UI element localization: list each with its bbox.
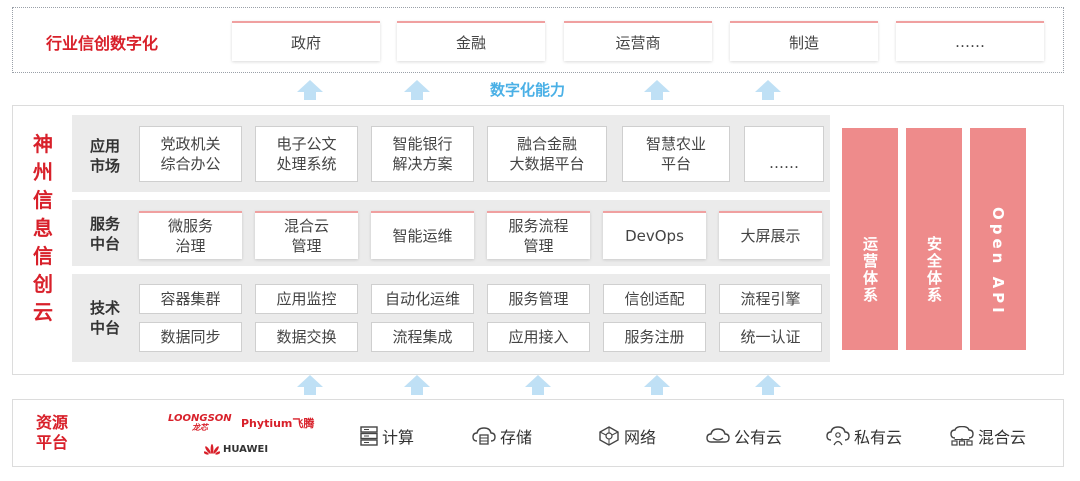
up-arrow-icon	[644, 375, 670, 395]
private-cloud-icon	[826, 426, 850, 446]
resource-network-label: 网络	[624, 428, 657, 447]
resource-hybrid-cloud-label: 混合云	[978, 428, 1027, 447]
operations-system-bar: 运营体系	[842, 128, 898, 350]
service-item: 混合云管理	[255, 211, 358, 259]
resource-public-cloud-label: 公有云	[734, 428, 783, 447]
phytium-logo: Phytium飞腾	[241, 417, 315, 430]
capability-label: 数字化能力	[490, 81, 566, 99]
resource-title: 资源 平台	[36, 413, 68, 453]
tech-item: 自动化运维	[371, 284, 474, 314]
resource-title-line2: 平台	[36, 433, 69, 452]
resource-title-line1: 资源	[36, 413, 69, 432]
resource-compute-label: 计算	[382, 428, 415, 447]
resource-network: 网络	[598, 424, 656, 448]
service-item: 微服务治理	[139, 211, 242, 259]
industry-item-more: ……	[896, 21, 1044, 61]
app-item-more: ……	[744, 126, 824, 182]
app-market-label: 应用 市场	[80, 136, 130, 176]
resource-private-cloud-label: 私有云	[854, 428, 903, 447]
tech-item: 流程引擎	[719, 284, 822, 314]
huawei-flower-icon	[204, 444, 220, 455]
up-arrow-icon	[525, 375, 551, 395]
security-system-label: 安全体系	[925, 236, 943, 304]
resource-private-cloud: 私有云	[826, 424, 902, 448]
security-system-bar: 安全体系	[906, 128, 962, 350]
hybrid-cloud-icon	[950, 426, 974, 446]
up-arrow-icon	[404, 80, 430, 100]
open-api-label: Open API	[989, 207, 1007, 317]
service-item: DevOps	[603, 211, 706, 259]
server-icon	[360, 426, 378, 446]
open-api-bar: Open API	[970, 128, 1026, 350]
app-item: 融合金融大数据平台	[487, 126, 607, 182]
up-arrow-icon	[755, 80, 781, 100]
resource-storage: 存储	[472, 424, 532, 448]
up-arrow-icon	[404, 375, 430, 395]
tech-item: 服务管理	[487, 284, 590, 314]
tech-item: 流程集成	[371, 322, 474, 352]
tech-item: 应用接入	[487, 322, 590, 352]
app-item: 党政机关综合办公	[139, 126, 242, 182]
service-platform-label-line1: 服务	[89, 215, 120, 233]
service-platform-label-line2: 中台	[89, 235, 120, 253]
loongson-logo: LOONGSON 龙芯	[168, 413, 232, 432]
resource-storage-label: 存储	[500, 428, 533, 447]
resource-compute: 计算	[360, 424, 414, 448]
up-arrow-icon	[644, 80, 670, 100]
tech-item: 数据同步	[139, 322, 242, 352]
industry-item-government: 政府	[232, 21, 380, 61]
tech-platform-label-line2: 中台	[89, 319, 120, 337]
app-market-label-line1: 应用	[89, 137, 120, 155]
up-arrow-icon	[755, 375, 781, 395]
huawei-logo: HUAWEI	[204, 444, 268, 455]
app-item: 电子公文处理系统	[255, 126, 358, 182]
industry-item-carrier: 运营商	[564, 21, 712, 61]
cloud-title: 神州信息信创云	[33, 132, 53, 324]
tech-platform-label-line1: 技术	[89, 299, 120, 317]
resource-frame	[12, 399, 1064, 467]
app-item: 智能银行解决方案	[371, 126, 474, 182]
industry-item-finance: 金融	[397, 21, 545, 61]
tech-platform-label: 技术 中台	[80, 298, 130, 338]
network-icon	[599, 426, 619, 446]
tech-item: 服务注册	[603, 322, 706, 352]
tech-item: 信创适配	[603, 284, 706, 314]
tech-item: 数据交换	[255, 322, 358, 352]
up-arrow-icon	[297, 80, 323, 100]
service-item: 服务流程管理	[487, 211, 590, 259]
service-item: 大屏展示	[719, 211, 822, 259]
tech-item: 统一认证	[719, 322, 822, 352]
storage-cloud-icon	[472, 427, 496, 445]
resource-public-cloud: 公有云	[706, 424, 782, 448]
service-item: 智能运维	[371, 211, 474, 259]
industry-title: 行业信创数字化	[46, 34, 159, 53]
industry-item-manufacturing: 制造	[730, 21, 878, 61]
public-cloud-icon	[706, 428, 730, 443]
app-market-label-line2: 市场	[89, 157, 120, 175]
up-arrow-icon	[297, 375, 323, 395]
industry-band	[12, 7, 1064, 73]
resource-hybrid-cloud: 混合云	[950, 424, 1026, 448]
tech-item: 应用监控	[255, 284, 358, 314]
service-platform-label: 服务 中台	[80, 214, 130, 254]
app-item: 智慧农业平台	[622, 126, 730, 182]
tech-item: 容器集群	[139, 284, 242, 314]
operations-system-label: 运营体系	[861, 236, 879, 304]
